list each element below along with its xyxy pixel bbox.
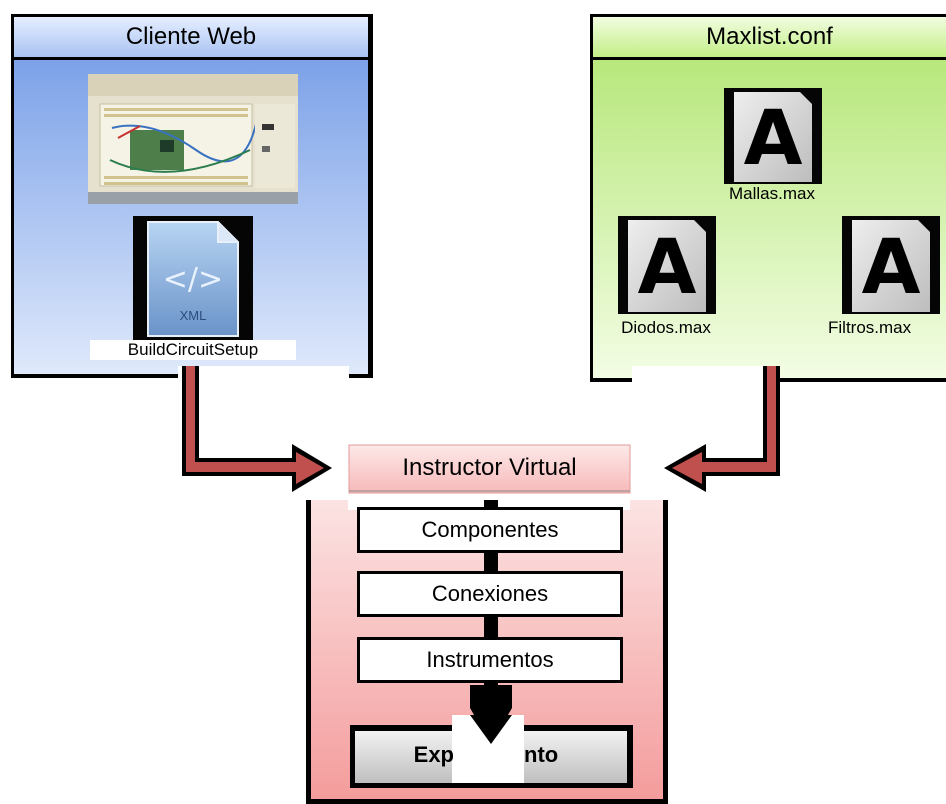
step-instrumentos: Instrumentos bbox=[357, 637, 623, 683]
center-panel-title: Instructor Virtual bbox=[402, 454, 577, 481]
left-panel-title-box bbox=[14, 17, 368, 57]
experimento-label-left: Exp bbox=[413, 742, 454, 767]
right-panel-title: Maxlist.conf bbox=[706, 23, 833, 50]
xml-icon-glyph: </> bbox=[162, 262, 224, 297]
down-arrow bbox=[470, 685, 512, 744]
experimento-label-right: nto bbox=[524, 742, 559, 767]
xml-file-label: BuildCircuitSetup bbox=[90, 340, 296, 360]
xml-file-icon bbox=[133, 216, 253, 342]
left-panel-title: Cliente Web bbox=[125, 23, 257, 50]
mallas-file-label: Mallas.max bbox=[729, 184, 815, 203]
filtros-a-icon: A bbox=[861, 221, 921, 311]
step-conexiones: Conexiones bbox=[357, 571, 623, 617]
diodos-file-label: Diodos.max bbox=[621, 318, 711, 337]
step-componentes: Componentes bbox=[357, 507, 623, 553]
filtros-file-label: Filtros.max bbox=[828, 318, 912, 337]
xml-icon-text: XML bbox=[179, 308, 207, 323]
diodos-a-icon: A bbox=[637, 221, 697, 311]
left-arrow bbox=[182, 366, 332, 492]
document-a-icons bbox=[618, 88, 940, 314]
right-arrow bbox=[664, 366, 780, 492]
breadboard-image bbox=[88, 74, 298, 204]
right-panel-title-box bbox=[593, 17, 946, 57]
mallas-a-icon: A bbox=[743, 92, 803, 182]
center-title-box bbox=[348, 444, 631, 494]
